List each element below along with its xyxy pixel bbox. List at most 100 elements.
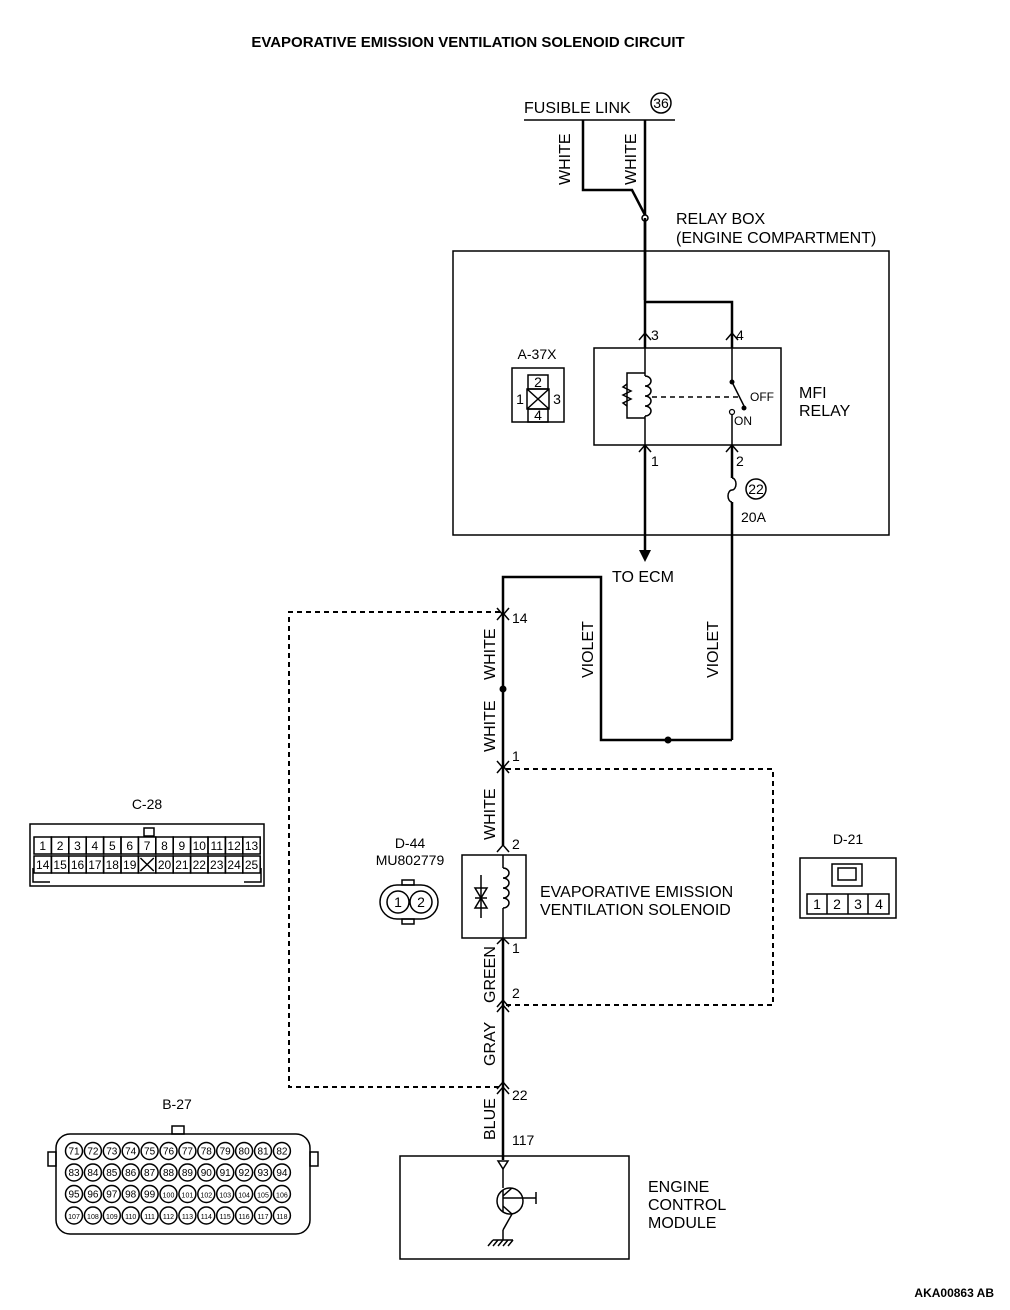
connector-pin xyxy=(159,1206,178,1225)
connector-a37x: A-37X 2 1 3 4 xyxy=(511,346,565,423)
connector-pin xyxy=(197,1184,216,1204)
relay-box-label: RELAY BOX xyxy=(676,211,766,228)
connector-pin xyxy=(272,1184,292,1204)
connector-pin xyxy=(159,1184,178,1204)
mfi-relay-label-2: RELAY xyxy=(799,403,851,420)
connector-pin-label: 86 xyxy=(125,1168,137,1179)
connector-d21-label: D-21 xyxy=(833,831,864,847)
connector-d21: D-21 1 2 3 4 xyxy=(799,831,897,919)
connector-d44-label: D-44 xyxy=(395,835,426,851)
pin-117: 117 xyxy=(512,1132,535,1148)
connector-pin-label: 5 xyxy=(109,839,116,853)
relay-on-label: ON xyxy=(734,414,752,428)
mfi-relay-label: MFI xyxy=(799,385,827,402)
connector-pin-label: 17 xyxy=(88,858,102,872)
connector-pin-label: 100 xyxy=(163,1193,175,1200)
connector-pin-label: 19 xyxy=(123,858,137,872)
connector-pin xyxy=(102,1163,122,1182)
connector-pin-label: 88 xyxy=(163,1168,175,1179)
connector-pin-label: 76 xyxy=(163,1147,175,1158)
connector-pin xyxy=(178,1184,197,1204)
pin-1-bottom: 1 xyxy=(512,940,520,956)
pin-2-top: 2 xyxy=(512,836,520,852)
connector-pin xyxy=(64,1163,84,1182)
connector-pin-label: 116 xyxy=(239,1214,250,1221)
connector-pin xyxy=(83,1163,103,1182)
connector-pin xyxy=(272,1163,292,1182)
connector-pin-label: 22 xyxy=(193,858,207,872)
mfi-relay xyxy=(593,347,782,446)
connector-pin-label: 95 xyxy=(68,1190,80,1201)
svg-text:1: 1 xyxy=(516,391,524,407)
svg-text:3: 3 xyxy=(553,391,561,407)
relay-pin-2: 2 xyxy=(736,453,744,469)
solenoid-label-2: VENTILATION SOLENOID xyxy=(540,902,731,919)
connector-pin xyxy=(253,1163,273,1182)
svg-text:4: 4 xyxy=(875,896,883,912)
connector-pin-label: 12 xyxy=(227,839,241,853)
connector-pin-label: 87 xyxy=(144,1168,156,1179)
connector-pin xyxy=(178,1206,197,1225)
connector-pin xyxy=(140,1163,159,1182)
connector-pin xyxy=(102,1141,122,1161)
connector-pin xyxy=(215,1141,235,1161)
wire-color-white: WHITE xyxy=(482,788,499,840)
fuse-rating: 20A xyxy=(741,509,767,525)
svg-text:2: 2 xyxy=(833,896,841,912)
wire-color-white: WHITE xyxy=(482,700,499,752)
diagram-title: EVAPORATIVE EMISSION VENTILATION SOLENOI… xyxy=(251,34,684,51)
connector-pin xyxy=(64,1206,84,1225)
connector-pin xyxy=(253,1141,273,1161)
wire-color-blue: BLUE xyxy=(482,1098,499,1140)
connector-pin-label: 8 xyxy=(161,839,168,853)
connector-d44: D-44 MU802779 1 2 xyxy=(376,835,445,925)
connector-pin xyxy=(102,1184,122,1204)
connector-pin-label: 106 xyxy=(276,1193,288,1200)
fuse-number: 22 xyxy=(748,481,764,497)
connector-d44-part: MU802779 xyxy=(376,852,445,868)
svg-text:3: 3 xyxy=(854,896,862,912)
ecm-label-3: MODULE xyxy=(648,1215,716,1232)
connector-pin xyxy=(83,1184,103,1204)
connector-pin-label: 14 xyxy=(36,858,50,872)
connector-cell xyxy=(242,855,261,874)
fusible-link-number: 36 xyxy=(653,95,669,111)
connector-pin-label: 105 xyxy=(257,1193,269,1200)
connector-pin-label: 71 xyxy=(68,1147,80,1158)
connector-pin xyxy=(197,1163,216,1182)
connector-pin-label: 104 xyxy=(238,1193,250,1200)
relay-off-label: OFF xyxy=(750,390,774,404)
pin-2-bottom: 2 xyxy=(512,985,520,1001)
wire-color-white: WHITE xyxy=(623,133,640,185)
fusible-link: FUSIBLE LINK 36 xyxy=(524,92,675,121)
connector-pin-label: 20 xyxy=(158,858,172,872)
relay-pin-1: 1 xyxy=(651,453,659,469)
connector-pin-label: 1 xyxy=(39,839,46,853)
connector-pin xyxy=(234,1163,254,1182)
connector-pin-label: 81 xyxy=(257,1147,269,1158)
connector-pin-label: 112 xyxy=(163,1214,174,1221)
connector-pin xyxy=(197,1206,216,1225)
svg-text:1: 1 xyxy=(394,894,402,910)
connector-pin xyxy=(83,1141,103,1161)
connector-pin-label: 98 xyxy=(125,1190,137,1201)
connector-pin-label: 113 xyxy=(182,1214,193,1221)
connector-pin xyxy=(197,1141,216,1161)
connector-pin-label: 82 xyxy=(276,1147,288,1158)
svg-text:1: 1 xyxy=(813,896,821,912)
wire-color-white: WHITE xyxy=(482,628,499,680)
solenoid-label: EVAPORATIVE EMISSION xyxy=(540,884,733,901)
connector-pin xyxy=(83,1206,103,1225)
connector-pin-label: 2 xyxy=(57,839,64,853)
connector-pin-label: 92 xyxy=(239,1168,251,1179)
solenoid xyxy=(461,854,527,939)
connector-pin-label: 91 xyxy=(220,1168,232,1179)
connector-pin-label: 25 xyxy=(245,858,259,872)
connector-pin-label: 16 xyxy=(71,858,85,872)
connector-pin xyxy=(121,1184,140,1204)
connector-pin xyxy=(234,1206,254,1225)
connector-pin xyxy=(140,1206,159,1225)
relay-pin-3: 3 xyxy=(651,327,659,343)
connector-pin-label: 99 xyxy=(144,1190,156,1201)
